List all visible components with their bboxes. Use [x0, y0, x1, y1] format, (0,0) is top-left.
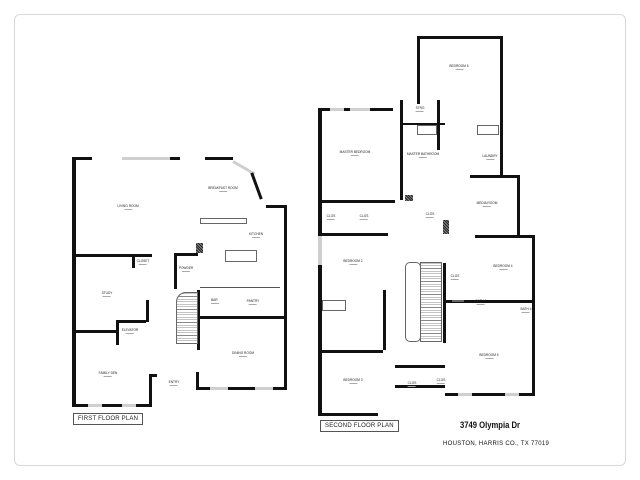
room-label: ELEVATOR — [121, 328, 139, 332]
room-label: KITCHEN — [249, 232, 263, 236]
room-label: FAMILY DEN — [98, 371, 118, 375]
room-label: MEDIA ROOM — [476, 201, 498, 205]
room-label: CLOS — [326, 214, 336, 218]
city-line: HOUSTON, HARRIS CO., TX 77019 — [443, 441, 550, 447]
room-label: CLOS — [436, 378, 446, 382]
first-floor-title: FIRST FLOOR PLAN — [73, 413, 144, 425]
room-label: STUDY — [101, 291, 113, 295]
room-label: STRG — [415, 106, 425, 110]
room-label: CLOSET — [136, 259, 150, 263]
room-label: BREAKFAST ROOM — [208, 186, 238, 190]
room-label: MASTER BEDROOM — [339, 150, 371, 154]
property-address: 3749 Olympia Dr — [460, 420, 520, 430]
room-label: POWDER — [178, 266, 194, 270]
room-label: BEDROOM 2 — [343, 259, 363, 263]
room-label: BEDROOM 4 — [493, 264, 513, 268]
room-label: BEDROOM 3 — [343, 378, 363, 382]
room-label: BATH 4 — [520, 307, 532, 311]
page-frame — [14, 14, 626, 466]
room-label: DINING ROOM — [232, 351, 254, 355]
room-label: BEDROOM 5 — [479, 353, 499, 357]
room-label: BAR — [211, 298, 218, 302]
room-label: PANTRY — [246, 299, 260, 303]
room-label: CLOS — [359, 214, 369, 218]
room-label: LIVING ROOM — [117, 204, 139, 208]
room-label: CLOS — [425, 212, 435, 216]
room-label: CLOS — [450, 274, 460, 278]
room-label: ENTRY — [168, 380, 180, 384]
room-label: MASTER BATHROOM — [406, 152, 440, 156]
room-label: CLOS — [407, 381, 417, 385]
room-label: BATH 3 — [475, 299, 487, 303]
room-label: LAUNDRY — [482, 154, 498, 158]
room-label: BEDROOM 6 — [449, 64, 469, 68]
second-floor-title: SECOND FLOOR PLAN — [320, 420, 399, 432]
